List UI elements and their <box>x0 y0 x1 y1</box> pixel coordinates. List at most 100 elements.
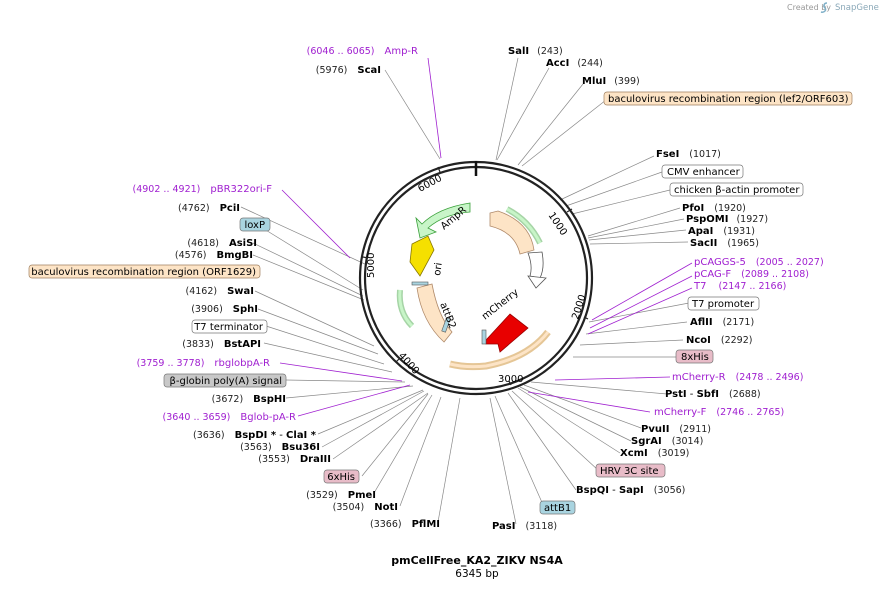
t7p-pos: (2147 .. 2166) <box>718 281 786 292</box>
rbglob-name: rbglobpA-R <box>214 358 270 369</box>
fsei-name: FseI <box>656 149 679 160</box>
svg-text:(3833)BstAPI: (3833)BstAPI <box>182 339 261 350</box>
his8-label: 8xHis <box>681 352 709 363</box>
bsu36i-name: Bsu36I <box>282 442 320 453</box>
ori-label: ori <box>432 262 445 276</box>
svg-text:(4618)AsiSI: (4618)AsiSI <box>187 238 257 249</box>
acci-name: AccI <box>546 58 569 69</box>
ncoi-name: NcoI <box>686 335 711 346</box>
pcaggs5-pos: (2005 .. 2027) <box>756 257 824 268</box>
xcmi-pos: (3019) <box>658 448 690 459</box>
apai-pos: (1931) <box>723 226 755 237</box>
created-by-text: Created by <box>787 3 831 12</box>
svg-text:PasI(3118): PasI(3118) <box>492 521 557 532</box>
pcii-name: PciI <box>220 203 240 214</box>
t7term-label: T7 terminator <box>193 322 264 333</box>
sphi-pos: (3906) <box>191 304 223 315</box>
svg-text:(3366)PflMI: (3366)PflMI <box>370 519 440 530</box>
map-title-block: pmCellFree_KA2_ZIKV NS4A 6345 bp <box>391 554 563 580</box>
sacii-pos: (1965) <box>727 238 759 249</box>
mcherry-backbone-arc-inner <box>449 331 550 369</box>
bspqi-name: BspQI <box>576 485 609 496</box>
mlui-name: MluI <box>582 76 606 87</box>
scai-pos: (5976) <box>316 65 348 76</box>
pvuii-name: PvuII <box>641 424 669 435</box>
pflmi-pos: (3366) <box>370 519 402 530</box>
ncoi-pos: (2292) <box>721 335 753 346</box>
bglobin-label: β-globin poly(A) signal <box>170 376 282 387</box>
bmgbi-name: BmgBI <box>216 250 253 261</box>
pvuii-pos: (2911) <box>679 424 711 435</box>
svg-text:MluI(399): MluI (399) <box>582 76 640 87</box>
pmei-name: PmeI <box>348 490 376 501</box>
plasmid-name: pmCellFree_KA2_ZIKV NS4A <box>391 554 563 567</box>
attb1-label: attB1 <box>544 503 571 514</box>
psti-name: PstI <box>665 389 687 400</box>
sbfi-name: SbfI <box>697 389 719 400</box>
svg-text:PstI - SbfI(2688): PstI - SbfI(2688) <box>665 389 761 400</box>
leader-lines <box>240 57 690 525</box>
svg-text:(5976)ScaI: (5976) ScaI <box>316 65 381 76</box>
attb1-box <box>539 500 576 515</box>
bmgbi-pos: (4576) <box>175 250 207 261</box>
svg-text:PvuII(2911): PvuII (2911) <box>641 424 711 435</box>
noti-name: NotI <box>374 502 398 513</box>
psti-pos: (2688) <box>729 389 761 400</box>
svg-text:pCAG-F(2089 .. 2108): pCAG-F(2089 .. 2108) <box>694 269 809 280</box>
mlui-pos: (399) <box>614 76 640 87</box>
mcherryf-pos: (2746 .. 2765) <box>716 407 784 418</box>
pcagf-name: pCAG-F <box>694 269 731 280</box>
svg-text:(4162)SwaI: (4162)SwaI <box>185 286 254 297</box>
clai-name: ClaI * <box>286 430 317 441</box>
svg-text:T7(2147 .. 2166): T7(2147 .. 2166) <box>693 281 786 292</box>
plasmid-backbone <box>358 160 594 396</box>
mcherry-feature-arrow <box>485 313 529 353</box>
svg-text:(4902 .. 4921)pBR322ori-F: (4902 .. 4921) pBR322ori-F <box>133 184 273 195</box>
pmei-pos: (3529) <box>306 490 338 501</box>
svg-text:(3759 .. 3778)rbglobpA-R: (3759 .. 3778) rbglobpA-R <box>137 358 270 369</box>
mcherryr-name: mCherry-R <box>672 372 726 383</box>
svg-text:(3529)PmeI: (3529) PmeI <box>306 490 376 501</box>
svg-text:(3906)SphI: (3906)SphI <box>191 304 258 315</box>
orf1629-box <box>28 264 261 279</box>
asisi-name: AsiSI <box>229 238 257 249</box>
svg-text:SalI(243): SalI(243) <box>508 46 563 57</box>
mcherryf-name: mCherry-F <box>654 407 707 418</box>
ampr-feature-arrow <box>415 202 471 239</box>
promoter-feature <box>489 210 535 255</box>
scai-name: ScaI <box>357 65 381 76</box>
svg-text:(4762)PciI: (4762) PciI <box>178 203 240 214</box>
bsphi-name: BspHI <box>253 394 286 405</box>
loxp-site-block <box>411 281 429 286</box>
feature-boxes <box>28 91 853 515</box>
pbr-name: pBR322ori-F <box>210 184 272 195</box>
aflii-pos: (2171) <box>723 317 755 328</box>
pcaggs5-name: pCAGGS-5 <box>694 257 746 268</box>
tick-labels: 1000 2000 3000 4000 5000 6000 <box>366 173 589 385</box>
loxp-label: loxP <box>244 220 265 231</box>
aflii-name: AflII <box>690 317 713 328</box>
bsu36i-pos: (3563) <box>240 442 272 453</box>
ori-feature-arrow <box>409 235 435 277</box>
sali-pos: (243) <box>537 46 563 57</box>
snapgene-brand-text: SnapGene <box>835 3 879 13</box>
tick-label: 1000 <box>546 211 569 238</box>
pbr-pos: (4902 .. 4921) <box>133 184 201 195</box>
rbglob-pos: (3759 .. 3778) <box>137 358 205 369</box>
svg-text:SacII(1965): SacII (1965) <box>690 238 759 249</box>
mcherryr-pos: (2478 .. 2496) <box>736 372 804 383</box>
pfoi-name: PfoI <box>682 203 704 214</box>
svg-text:(3563)Bsu36I: (3563) Bsu36I <box>240 442 320 453</box>
svg-text:(3504)NotI: (3504)NotI <box>333 502 398 513</box>
feature-arc-green-left-inner <box>398 289 414 328</box>
bspqi-sep: - <box>609 485 619 496</box>
sacii-name: SacII <box>690 238 717 249</box>
cmv-box <box>661 164 744 179</box>
svg-text:pCAGGS-5(2005 .. 2027): pCAGGS-5 (2005 .. 2027) <box>694 257 824 268</box>
draiii-pos: (3553) <box>258 454 290 465</box>
pcii-pos: (4762) <box>178 203 210 214</box>
inner-features <box>396 202 551 371</box>
mcherry-label: mCherry <box>480 287 521 322</box>
small-arrow-feature <box>527 275 547 289</box>
